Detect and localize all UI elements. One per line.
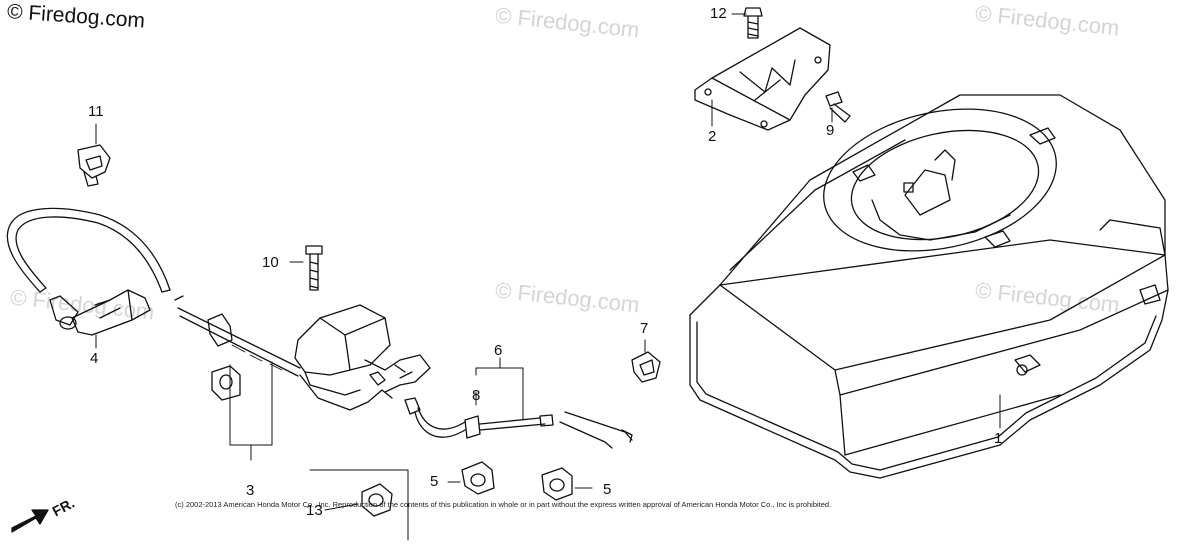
callout-6: 6 <box>494 342 503 359</box>
clip-13-part <box>310 470 408 540</box>
fan-cover-part <box>690 89 1168 478</box>
callout-1: 1 <box>994 430 1003 447</box>
clip-11-part <box>78 145 110 186</box>
callout-9: 9 <box>826 122 835 139</box>
clamp-5a-part <box>448 462 494 494</box>
callout-13: 13 <box>306 502 323 519</box>
copyright-notice: (c) 2002-2013 American Honda Motor Co., … <box>175 500 832 509</box>
callout-5-right: 5 <box>603 481 612 498</box>
callout-5-left: 5 <box>430 473 439 490</box>
bolt-12-part <box>744 8 762 38</box>
spark-plug-cap-part <box>7 208 183 335</box>
callout-4: 4 <box>90 350 99 367</box>
bolt-9-part <box>826 92 850 122</box>
ignition-coil-part <box>178 305 430 460</box>
front-arrow-icon <box>12 510 48 532</box>
bolt-10-part <box>290 246 322 290</box>
callout-10: 10 <box>262 254 279 271</box>
stop-switch-wire-part <box>405 358 632 448</box>
callout-8: 8 <box>472 387 481 404</box>
clip-7-part <box>632 340 660 382</box>
callout-3: 3 <box>246 482 255 499</box>
callout-2: 2 <box>708 128 717 145</box>
callout-12: 12 <box>710 5 727 22</box>
clamp-5b-part <box>542 468 592 500</box>
bracket-plate-part <box>695 28 830 130</box>
callout-7: 7 <box>640 320 649 337</box>
callout-11: 11 <box>88 103 104 120</box>
